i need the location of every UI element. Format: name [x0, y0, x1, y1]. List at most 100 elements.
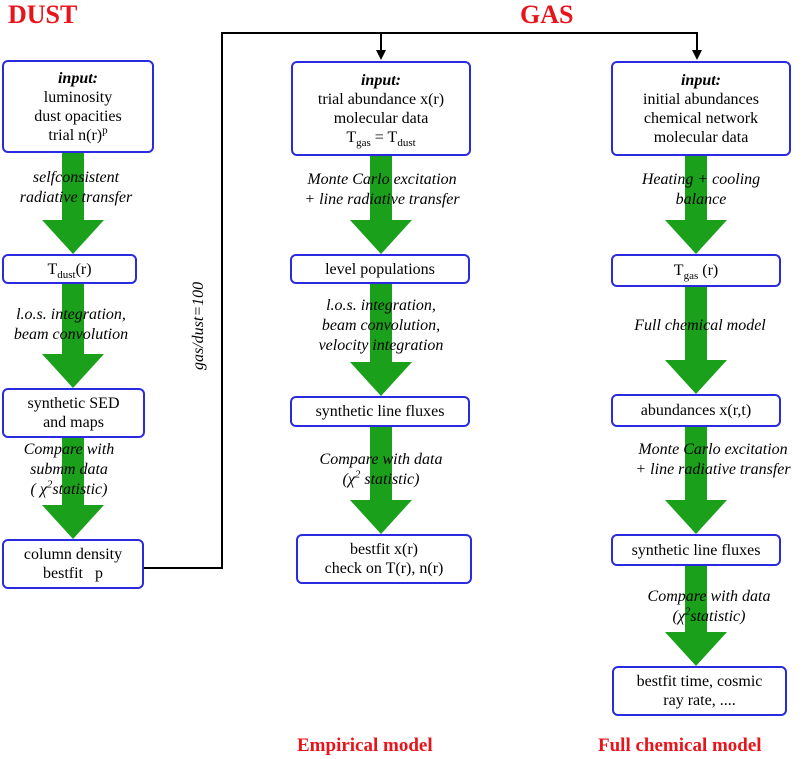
- empirical-step3-line1: Compare with data: [319, 451, 443, 468]
- full-step1-line1: Heating + cooling: [641, 171, 761, 188]
- full-abundances-box: abundances x(r,t): [611, 394, 781, 427]
- tgas-symbol: T: [346, 128, 357, 146]
- full-tgas-arg: (r): [698, 262, 719, 279]
- full-tgas-symbol: T: [673, 262, 684, 279]
- tdust-symbol: T: [47, 260, 58, 278]
- dust-step3-statistic: statistic): [52, 481, 108, 498]
- empirical-step2-line3: velocity integration: [318, 337, 444, 354]
- dust-input-density: trial n(r)p: [48, 124, 108, 145]
- empirical-step-compare: Compare with data (χ2 statistic): [300, 450, 462, 490]
- full-input-abundances: initial abundances: [643, 90, 759, 108]
- empirical-step-monte-carlo: Monte Carlo excitation + line radiative …: [284, 170, 480, 210]
- full-tgas-subscript: gas: [683, 270, 699, 283]
- flow-arrow-dust-3: [42, 438, 104, 539]
- full-step-heating-cooling: Heating + cooling balance: [620, 170, 782, 210]
- connector-arrowhead-empirical: [376, 50, 386, 60]
- dust-step1-line2: radiative transfer: [19, 189, 133, 206]
- full-bestfit-line2: ray rate, ....: [663, 692, 736, 709]
- dust-sed-box: synthetic SED and maps: [2, 388, 145, 438]
- full-step4-chi-exp: 2: [684, 605, 691, 618]
- empirical-step3-statistic: statistic): [360, 471, 420, 488]
- empirical-input-heading: input:: [360, 71, 401, 89]
- empirical-step2-line2: beam convolution,: [321, 317, 441, 334]
- full-input-box: input: initial abundances chemical netwo…: [611, 61, 791, 156]
- dust-step-radiative-transfer: selfconsistent radiative transfer: [6, 168, 146, 208]
- empirical-line-fluxes-box: synthetic line fluxes: [290, 396, 470, 427]
- full-input-network: chemical network: [643, 109, 759, 127]
- dust-column-density-box: column density bestfit p: [2, 539, 144, 589]
- flow-arrow-dust-1: [42, 153, 104, 254]
- title-full-chemical-model: Full chemical model: [598, 735, 762, 756]
- dust-input-heading: input:: [57, 69, 98, 87]
- title-empirical-model: Empirical model: [297, 735, 433, 756]
- tgas-subscript: gas: [356, 136, 371, 149]
- full-step4-statistic: statistic): [690, 608, 746, 625]
- dust-step3-chi: ( χ: [30, 481, 47, 498]
- dust-step1-line1: selfconsistent: [32, 169, 120, 186]
- full-bestfit-box: bestfit time, cosmic ray rate, ....: [612, 666, 787, 716]
- empirical-bestfit-line2: check on T(r), n(r): [324, 560, 444, 577]
- tdust-eq-subscript: dust: [397, 136, 416, 149]
- full-step3-line1: Monte Carlo excitation: [638, 441, 788, 458]
- connector-line-dust-to-gas: [143, 32, 698, 569]
- full-bestfit-line1: bestfit time, cosmic: [636, 673, 763, 690]
- tdust-subscript: dust: [57, 268, 76, 281]
- full-step-monte-carlo: Monte Carlo excitation + line radiative …: [618, 440, 808, 480]
- flow-arrow-full-4: [665, 566, 727, 666]
- flow-arrow-dust-2: [42, 284, 104, 388]
- flow-arrow-empirical-2: [350, 284, 412, 396]
- gas-dust-ratio-label: gas/dust=100: [190, 281, 207, 370]
- flow-arrow-full-2: [665, 287, 727, 394]
- dust-input-density-text: trial n(r): [48, 126, 103, 144]
- dust-step3-line1: Compare with: [23, 441, 115, 458]
- dust-step2-line1: l.o.s. integration,: [16, 306, 126, 323]
- full-input-heading: input:: [680, 71, 721, 89]
- dust-temperature-box: Tdust(r): [2, 254, 137, 284]
- full-step4-line1: Compare with data: [647, 588, 771, 605]
- full-step-compare: Compare with data (χ2statistic): [628, 587, 790, 627]
- dust-step3-chi-exp: 2: [46, 478, 53, 491]
- levels-text: level populations: [325, 260, 435, 278]
- full-input-molecular: molecular data: [653, 128, 749, 146]
- dust-input-density-exponent: p: [102, 124, 108, 137]
- empirical-step2-line1: l.o.s. integration,: [326, 297, 436, 314]
- full-step1-line2: balance: [675, 191, 727, 208]
- tgas-equals: = T: [370, 128, 398, 146]
- full-fluxes-text: synthetic line fluxes: [631, 541, 761, 559]
- empirical-step1-line1: Monte Carlo excitation: [307, 171, 457, 188]
- sed-line1: synthetic SED: [27, 395, 120, 412]
- full-gas-temperature-box: Tgas (r): [611, 254, 781, 287]
- empirical-input-abundance: trial abundance x(r): [317, 90, 445, 108]
- flow-arrow-empirical-3: [350, 427, 412, 534]
- empirical-bestfit-line1: bestfit x(r): [350, 541, 418, 558]
- dust-step2-line2: beam convolution: [13, 326, 129, 343]
- title-gas: GAS: [520, 0, 574, 29]
- empirical-fluxes-text: synthetic line fluxes: [315, 403, 445, 420]
- empirical-input-molecular: molecular data: [333, 109, 429, 127]
- empirical-step3-chi: (χ: [342, 471, 355, 488]
- dust-input-luminosity: luminosity: [43, 88, 113, 106]
- connector-arrowhead-full: [692, 50, 702, 60]
- full-step4-chi: (χ: [672, 608, 685, 625]
- sed-line2: and maps: [43, 414, 104, 431]
- full-line-fluxes-box: synthetic line fluxes: [611, 534, 781, 566]
- column-line2: bestfit p: [43, 565, 103, 582]
- title-dust: DUST: [8, 0, 78, 29]
- tdust-arg: (r): [75, 260, 92, 278]
- full-step2-text: Full chemical model: [634, 317, 766, 334]
- full-step-chemical-model: Full chemical model: [610, 316, 790, 336]
- flow-arrow-full-3: [665, 427, 727, 534]
- flow-arrow-full-1: [665, 156, 727, 254]
- dust-input-opacities: dust opacities: [34, 107, 122, 125]
- dust-step-compare: Compare with submm data ( χ2statistic): [0, 440, 138, 500]
- empirical-step-los-integration: l.o.s. integration, beam convolution, ve…: [300, 296, 462, 356]
- empirical-step1-line2: + line radiative transfer: [304, 191, 460, 208]
- full-step3-line2: + line radiative transfer: [635, 461, 791, 478]
- empirical-level-populations-box: level populations: [290, 254, 470, 284]
- full-abund-text: abundances x(r,t): [640, 402, 752, 419]
- empirical-bestfit-box: bestfit x(r) check on T(r), n(r): [296, 534, 472, 584]
- dust-step-los-integration: l.o.s. integration, beam convolution: [0, 305, 142, 345]
- dust-input-box: input: luminosity dust opacities trial n…: [2, 60, 154, 153]
- empirical-step3-chi-exp: 2: [354, 468, 361, 481]
